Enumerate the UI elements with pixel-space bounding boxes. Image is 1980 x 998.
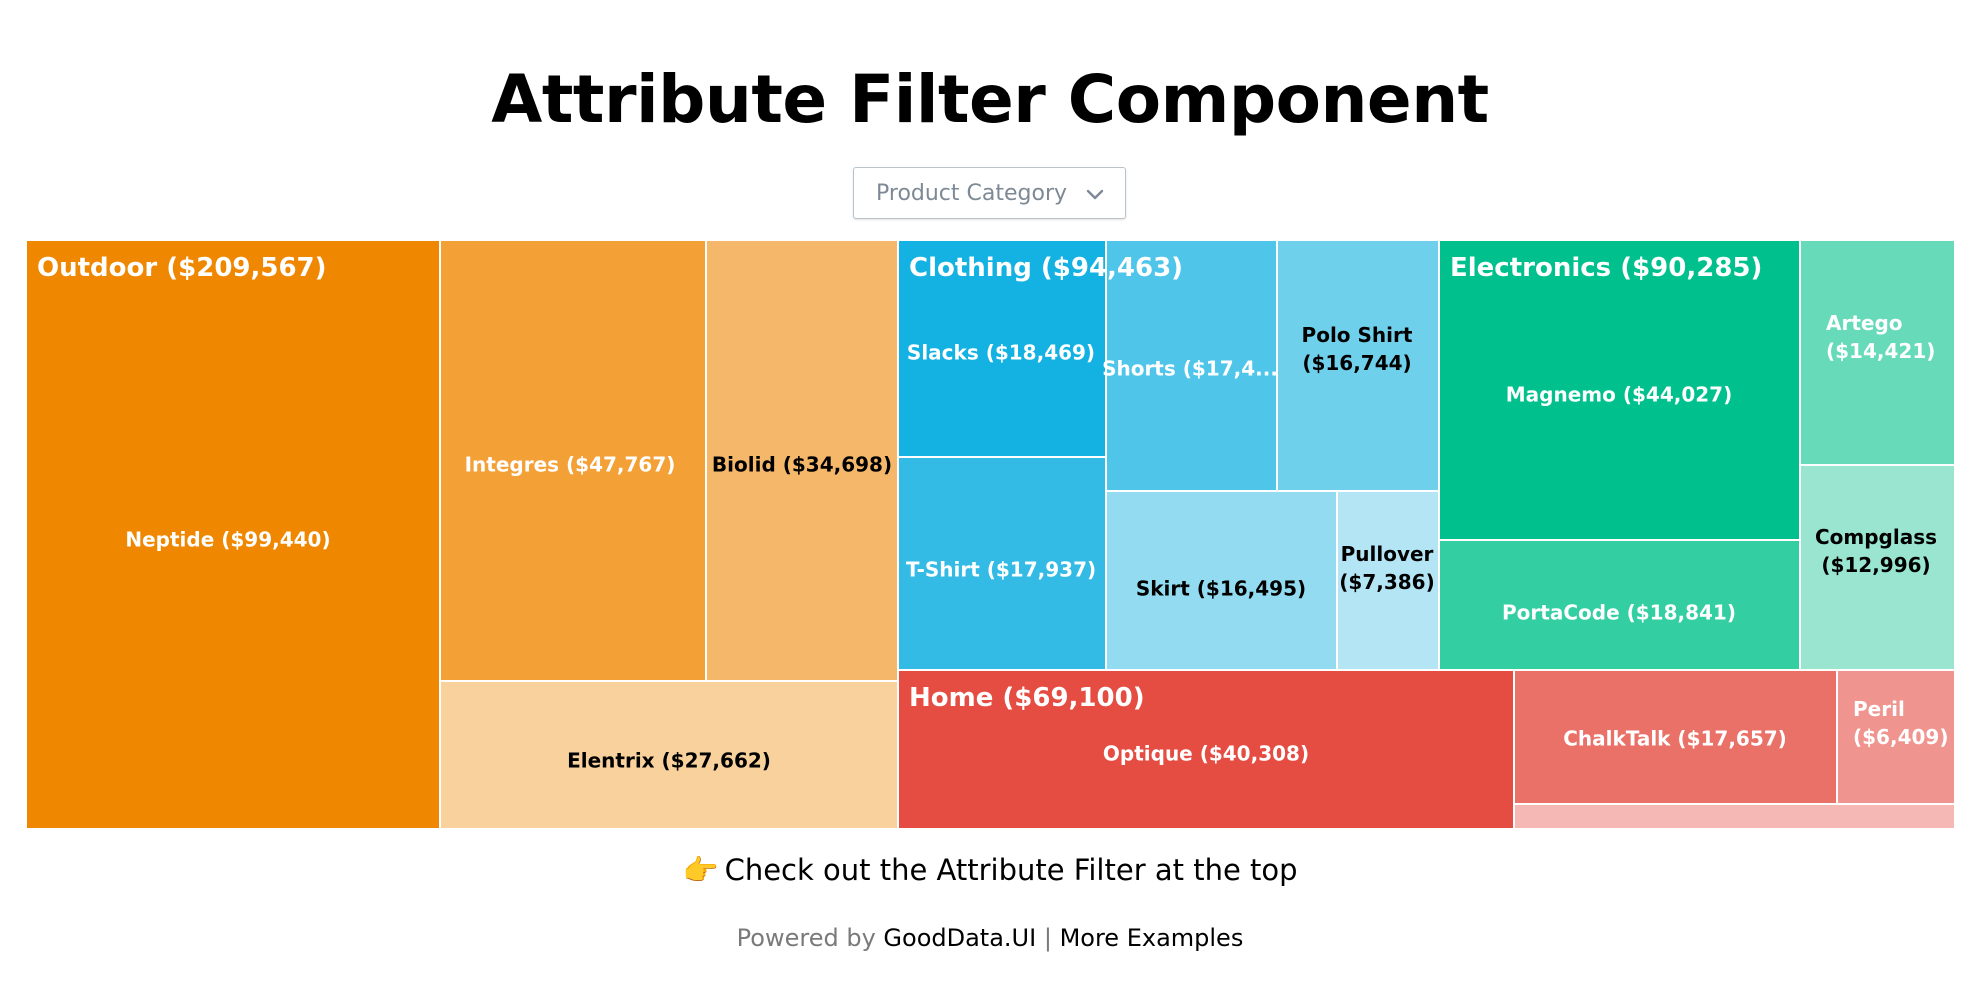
powered-by-text: Powered by — [736, 924, 876, 952]
treemap-tile-chalktalk — [1513, 669, 1838, 805]
treemap-label-polo-shirt: Polo Shirt($16,744) — [1302, 323, 1413, 375]
treemap-tile-unlabeled — [1513, 803, 1955, 829]
gooddata-ui-link[interactable]: GoodData.UI — [883, 924, 1037, 952]
treemap-label-compglass: Compglass($12,996) — [1815, 525, 1937, 577]
treemap-tile-skirt — [1105, 490, 1338, 671]
treemap-chart: Neptide ($99,440) Integres ($47,767) Bioli… — [26, 240, 1955, 829]
treemap-label-elentrix: Elentrix ($27,662) — [567, 749, 771, 773]
treemap-label-pullover: Pullover($7,386) — [1339, 542, 1434, 594]
treemap-label-t-shirt: T-Shirt ($17,937) — [906, 558, 1096, 582]
treemap-label-integres: Integres ($47,767) — [465, 453, 676, 477]
page-title: Attribute Filter Component — [491, 61, 1489, 138]
treemap-tile-slacks — [897, 240, 1107, 458]
treemap-label-artego: Artego($14,421) — [1826, 311, 1935, 363]
treemap-group-label-electronics: Electronics ($90,285) — [1450, 253, 1762, 283]
treemap-label-slacks: Slacks ($18,469) — [907, 341, 1095, 365]
treemap-label-skirt: Skirt ($16,495) — [1136, 577, 1306, 601]
treemap-group-label-outdoor: Outdoor ($209,567) — [37, 253, 327, 283]
treemap-tile-polo-shirt — [1276, 240, 1440, 492]
treemap-tile-shorts — [1105, 240, 1278, 492]
treemap-label-biolid: Biolid ($34,698) — [712, 453, 892, 477]
more-examples-link[interactable]: More Examples — [1059, 924, 1244, 952]
treemap-label-magnemo: Magnemo ($44,027) — [1506, 383, 1732, 407]
treemap-tile-peril — [1836, 669, 1955, 805]
footer: Powered by GoodData.UI | More Examples — [0, 922, 1980, 954]
footer-separator: | — [1043, 924, 1052, 952]
treemap-tile-integres — [439, 240, 707, 682]
filter-label: Product Category — [876, 181, 1068, 206]
cta-message: 👉Check out the Attribute Filter at the t… — [0, 850, 1980, 890]
treemap-tile-portacode — [1438, 539, 1801, 671]
treemap-label-optique: Optique ($40,308) — [1103, 742, 1309, 766]
cta-text: Check out the Attribute Filter at the to… — [724, 853, 1298, 887]
treemap-tile-magnemo — [1438, 240, 1801, 541]
treemap-label-chalktalk: ChalkTalk ($17,657) — [1563, 727, 1787, 751]
treemap-tile-optique — [897, 669, 1515, 829]
treemap-group-label-clothing: Clothing ($94,463) — [909, 253, 1183, 283]
treemap-label-neptide: Neptide ($99,440) — [125, 528, 330, 552]
treemap-tile-pullover — [1336, 490, 1440, 671]
treemap-label-peril: Peril($6,409) — [1853, 697, 1948, 749]
treemap-label-portacode: PortaCode ($18,841) — [1502, 601, 1736, 625]
treemap-tile-elentrix — [439, 680, 899, 829]
treemap-group-label-home: Home ($69,100) — [909, 683, 1145, 713]
pointing-hand-icon: 👉 — [682, 853, 719, 887]
treemap-tile-neptide — [26, 240, 441, 829]
chevron-down-icon — [1086, 189, 1104, 200]
treemap-label-shorts: Shorts ($17,4... — [1102, 357, 1278, 381]
product-category-filter[interactable]: Product Category — [853, 167, 1126, 219]
